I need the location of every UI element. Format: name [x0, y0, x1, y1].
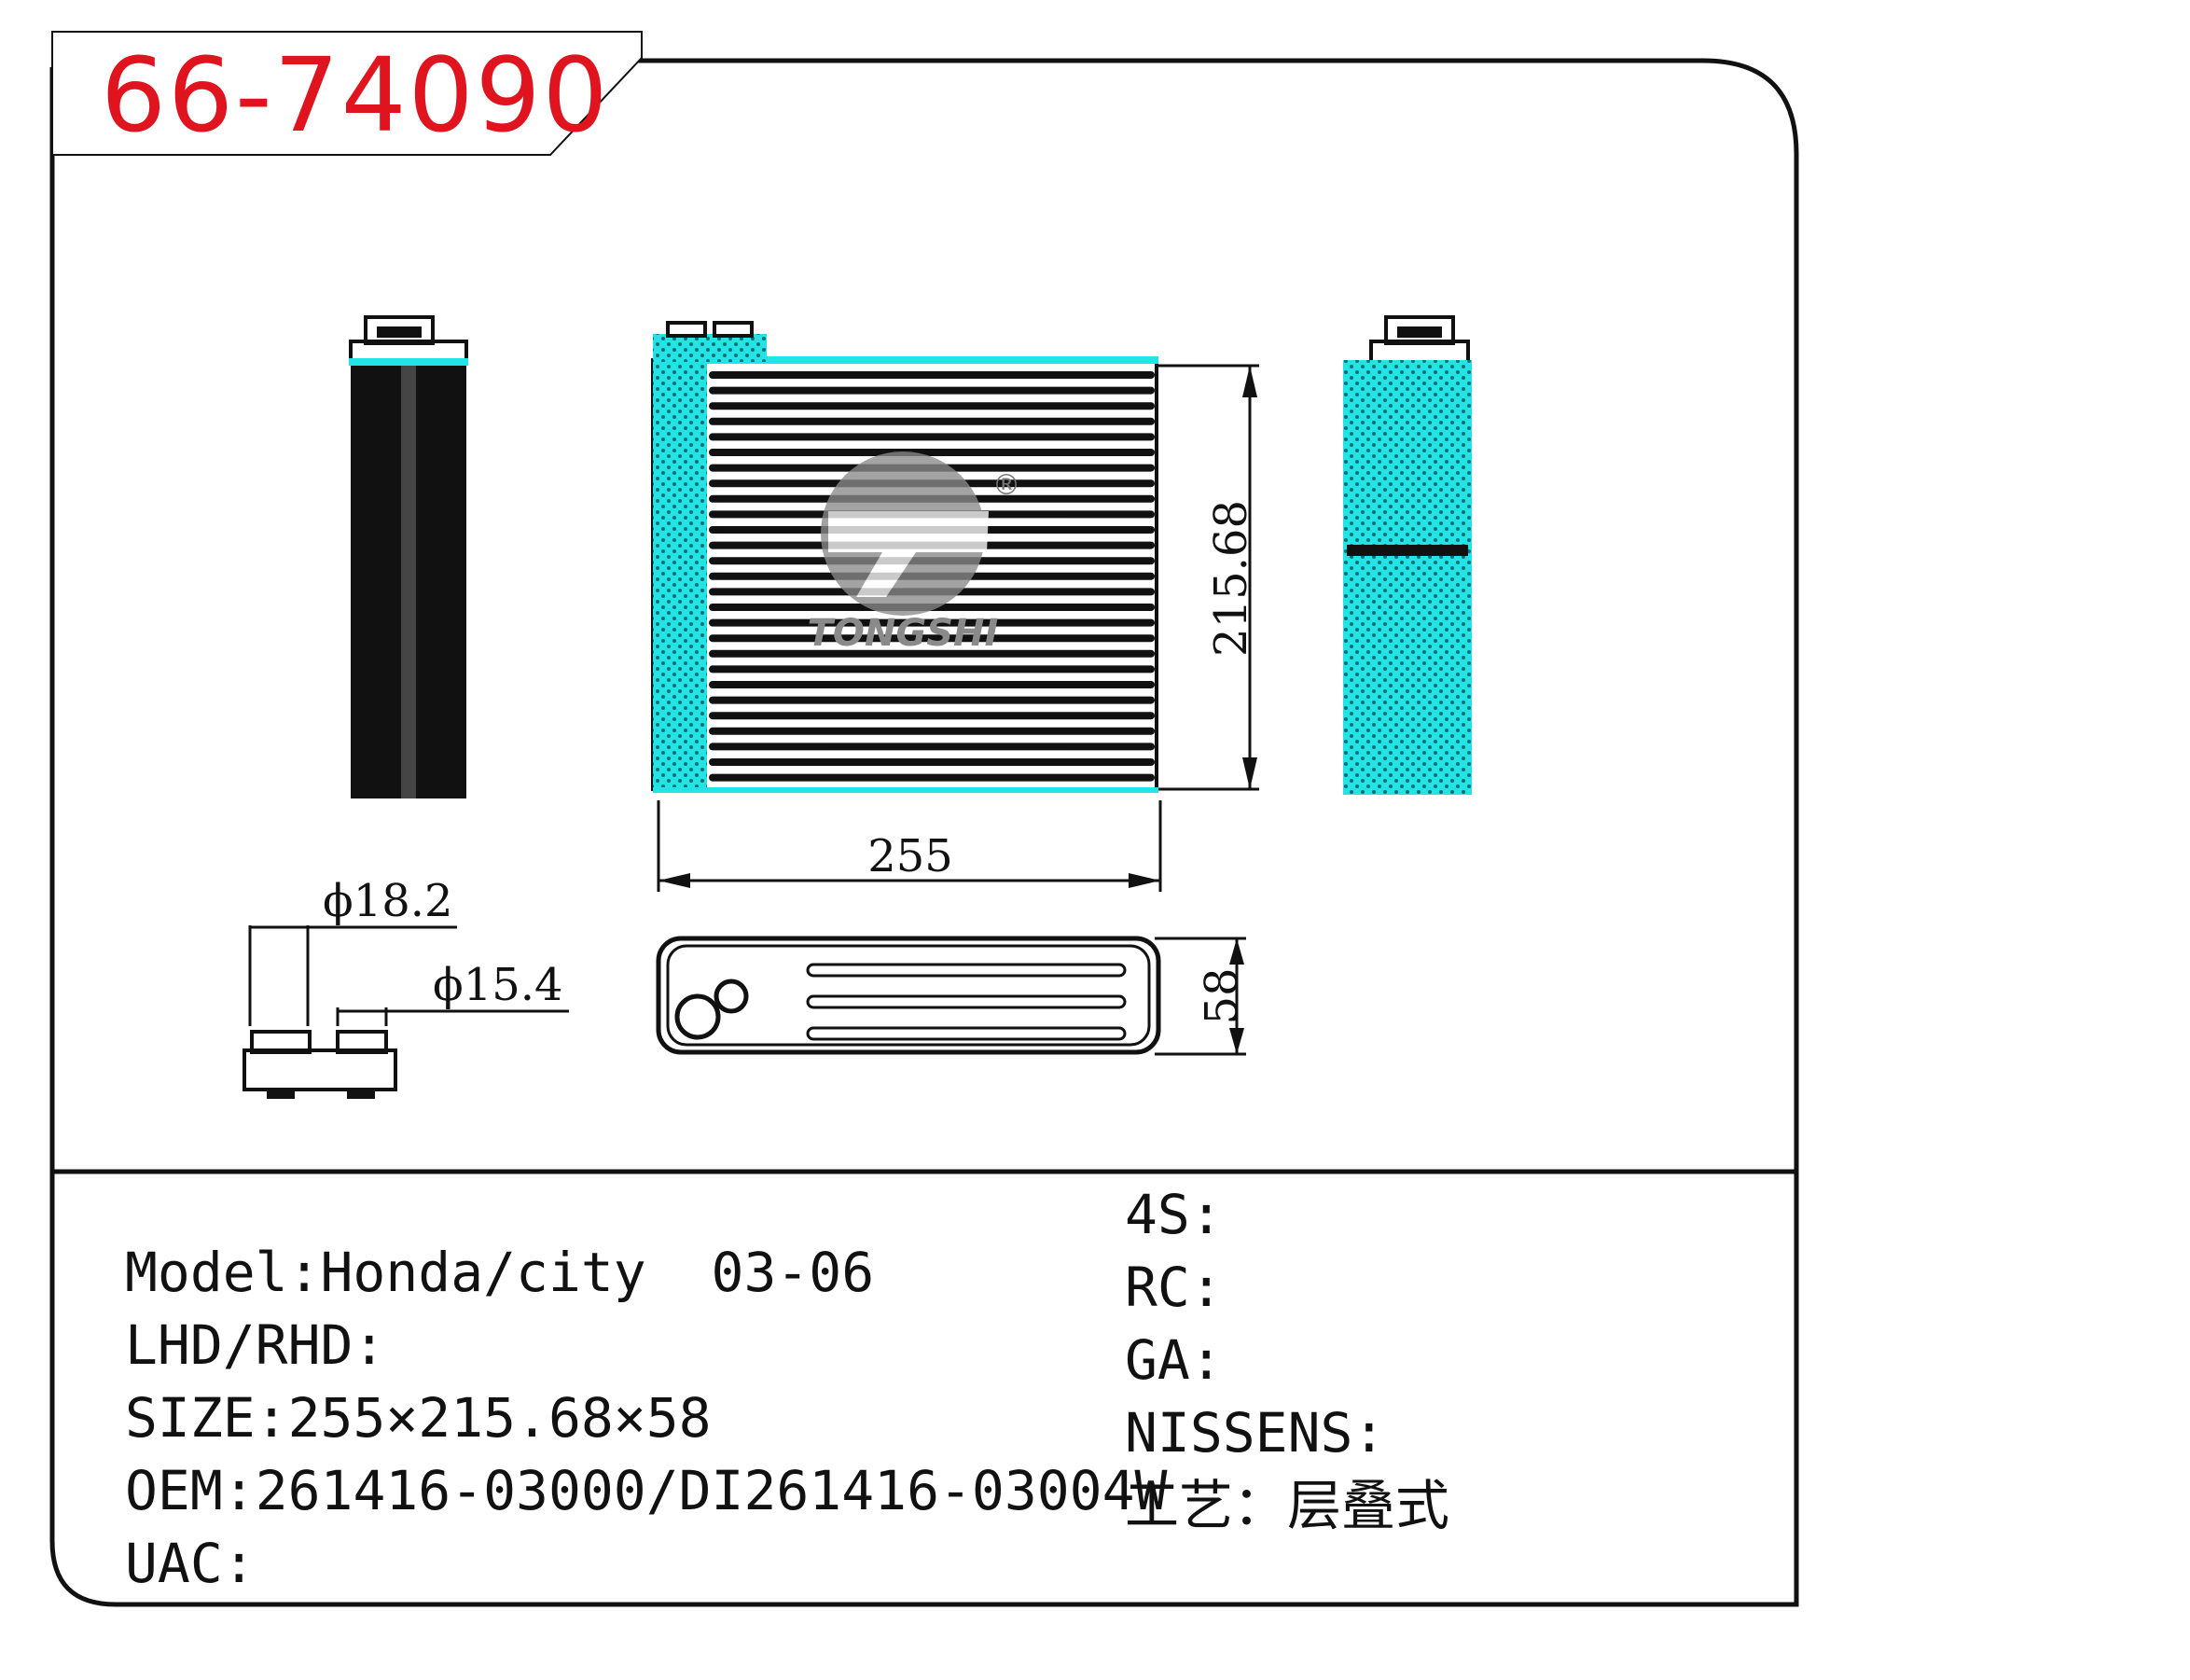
- registered-mark-icon: ®: [992, 469, 1020, 502]
- front-view-core: [651, 321, 1158, 793]
- core-tube: [709, 371, 1155, 379]
- spec-value: 255×215.68×58: [287, 1386, 712, 1450]
- spec-value: Honda/city 03-06: [320, 1241, 875, 1304]
- core-tube: [709, 634, 1155, 643]
- spec-value: 261416-03000/DI261416-03004W: [255, 1459, 1168, 1522]
- spec-line: OEM:261416-03000/DI261416-03004W: [125, 1461, 1167, 1520]
- bottom-view: [656, 936, 1161, 1055]
- spec-label: SIZE:: [125, 1386, 288, 1450]
- spec-line: 工艺：层叠式: [1125, 1476, 1449, 1535]
- dimension-depth: [1155, 937, 1246, 1056]
- part-number: 66-74090: [101, 35, 610, 155]
- spec-label: OEM:: [125, 1459, 256, 1522]
- dimension-height-label: 215.68: [1205, 500, 1257, 657]
- core-tube: [709, 773, 1155, 782]
- side-view-right: [1343, 315, 1472, 795]
- core-tube: [709, 727, 1155, 735]
- core-tube: [709, 665, 1155, 673]
- spec-line: NISSENS:: [1125, 1403, 1385, 1463]
- core-tube: [709, 618, 1155, 627]
- logo-text: TONGSHI: [808, 612, 999, 655]
- spec-label: UAC:: [125, 1532, 256, 1595]
- spec-label: 4S:: [1125, 1183, 1223, 1246]
- spec-label: RC:: [1125, 1256, 1223, 1319]
- pipe-detail-view: [243, 925, 569, 1099]
- spec-line: GA:: [1125, 1330, 1223, 1390]
- core-tube: [709, 758, 1155, 766]
- dimension-depth-label: 58: [1196, 967, 1248, 1024]
- spec-label: Model:: [125, 1241, 321, 1304]
- spec-value: 层叠式: [1287, 1474, 1450, 1537]
- dimension-width-label: 255: [867, 830, 953, 882]
- dimension-width: [657, 800, 1162, 892]
- spec-label: LHD/RHD:: [125, 1313, 386, 1377]
- side-view-left: [349, 315, 468, 798]
- dimension-height: [1158, 364, 1259, 791]
- spec-line: LHD/RHD:: [125, 1315, 385, 1375]
- spec-label: GA:: [1125, 1328, 1223, 1392]
- core-tube: [709, 449, 1155, 456]
- spec-line: 4S:: [1125, 1185, 1223, 1244]
- pipe-diameter-large-label: ϕ18.2: [323, 875, 453, 927]
- core-tube: [709, 433, 1155, 441]
- spec-label: 工艺：: [1125, 1474, 1288, 1537]
- core-tube: [709, 402, 1155, 410]
- core-tube: [709, 386, 1155, 395]
- core-tube: [709, 743, 1155, 751]
- pipe-diameter-small-label: ϕ15.4: [433, 959, 563, 1011]
- core-tube: [709, 681, 1155, 688]
- part-number-tab: [51, 31, 643, 156]
- spec-line: RC:: [1125, 1257, 1223, 1317]
- spec-label: NISSENS:: [1125, 1401, 1386, 1465]
- spec-line: Model:Honda/city 03-06: [125, 1243, 874, 1302]
- spec-line: SIZE:255×215.68×58: [125, 1388, 712, 1448]
- spec-line: UAC:: [125, 1534, 256, 1593]
- core-tube: [709, 696, 1155, 704]
- core-tube: [709, 649, 1155, 658]
- core-tube: [709, 417, 1155, 425]
- tongshi-logo: [821, 451, 989, 616]
- outer-frame: [49, 58, 1799, 1607]
- core-tube: [709, 712, 1155, 720]
